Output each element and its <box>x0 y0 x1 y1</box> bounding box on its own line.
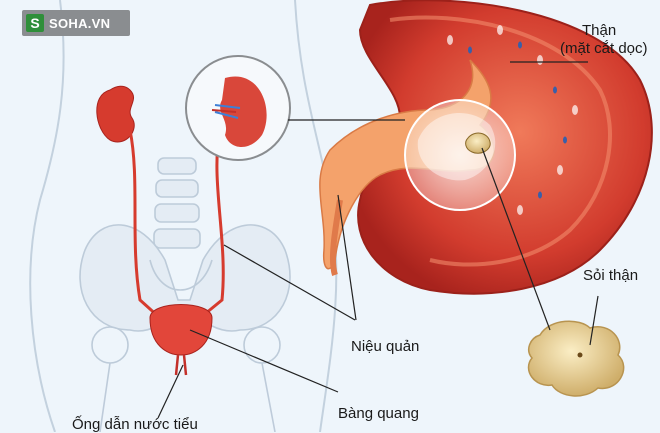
ureter-label: Niệu quản <box>351 338 420 355</box>
kidney-stone-label: Sỏi thận <box>583 267 639 284</box>
bladder-label: Bàng quang <box>338 405 419 422</box>
bladder <box>149 304 213 376</box>
logo-text: SOHA.VN <box>49 15 111 31</box>
logo-mark: S <box>26 14 44 32</box>
leader-lines <box>157 61 599 419</box>
urethra-label: Ống dẫn nước tiểu <box>72 416 198 433</box>
skeleton <box>79 157 291 432</box>
kidney-title-label: Thận <box>582 22 617 39</box>
magnifier-circle <box>185 55 291 161</box>
kidney-stone-icon <box>527 320 625 397</box>
soha-logo[interactable]: S SOHA.VN <box>22 10 130 36</box>
zoom-lens <box>404 99 516 211</box>
kidney-subtitle-label: (mặt cắt dọc) <box>560 40 648 57</box>
